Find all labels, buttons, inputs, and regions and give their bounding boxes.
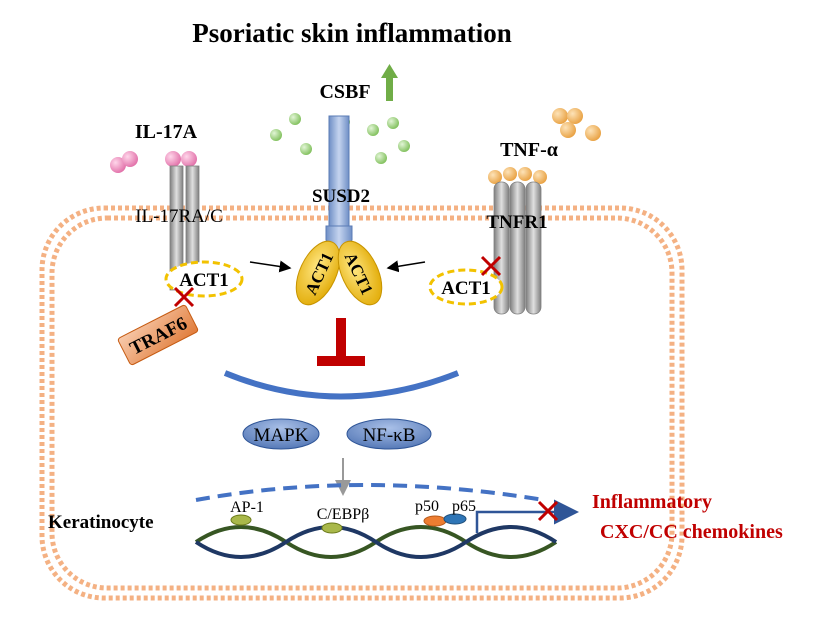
ap1-label: AP-1 — [230, 499, 264, 516]
act1-left-oval-label: ACT1 — [179, 270, 229, 291]
tnfr1-receptor — [493, 181, 542, 315]
cebpb-label: C/EBPβ — [317, 506, 370, 523]
tnfr1-label: TNFR1 — [486, 212, 547, 233]
arrow-left-to-act1 — [249, 260, 292, 273]
nuclear-membrane — [195, 483, 545, 502]
act1-left-oval — [164, 260, 244, 298]
il17ra-receptor — [169, 165, 200, 291]
p50-factor — [423, 515, 447, 527]
susd2-receptor — [325, 115, 353, 253]
dna-helix — [194, 525, 558, 559]
nfkb-label: NF-κB — [363, 425, 416, 446]
act1-right-oval-label: ACT1 — [441, 278, 491, 299]
act1-central: ACT1 ACT1 — [295, 240, 383, 306]
csbf-label: CSBF — [319, 81, 370, 103]
p50-label: p50 — [415, 498, 439, 515]
ap1-factor — [230, 514, 252, 526]
nfkb-node — [346, 418, 432, 450]
mapk-label: MAPK — [254, 425, 309, 446]
transcription-arrow — [475, 499, 579, 533]
act1-right-oval — [428, 268, 504, 306]
cell-membrane — [39, 205, 685, 601]
signal-arc — [223, 370, 460, 400]
traf6-box — [117, 304, 199, 366]
il17a-label: IL-17A — [135, 121, 198, 143]
block-x-icon-output — [537, 500, 559, 522]
mapk-node — [242, 418, 320, 450]
keratinocyte-label: Keratinocyte — [48, 512, 154, 533]
up-arrow-icon — [381, 64, 398, 101]
p65-label: p65 — [452, 498, 476, 515]
cebpb-factor — [321, 522, 343, 534]
block-x-icon-left — [173, 286, 195, 308]
il17a-ligands — [110, 151, 197, 173]
arrow-right-to-act1 — [386, 260, 426, 273]
block-x-icon-right — [480, 255, 502, 277]
output-label-line1: Inflammatory — [592, 491, 712, 513]
diagram-title: Psoriatic skin inflammation — [192, 18, 512, 48]
output-label-line2: CXC/CC chemokines — [600, 521, 783, 543]
il17ra-label: IL-17RA/C — [135, 206, 223, 227]
csbf-particles — [270, 113, 410, 164]
inhibition-icon — [317, 318, 365, 366]
tnfa-label: TNF-α — [500, 139, 558, 161]
susd2-label: SUSD2 — [312, 186, 370, 207]
tnfa-ligands — [488, 108, 601, 184]
p65-factor — [443, 513, 467, 525]
